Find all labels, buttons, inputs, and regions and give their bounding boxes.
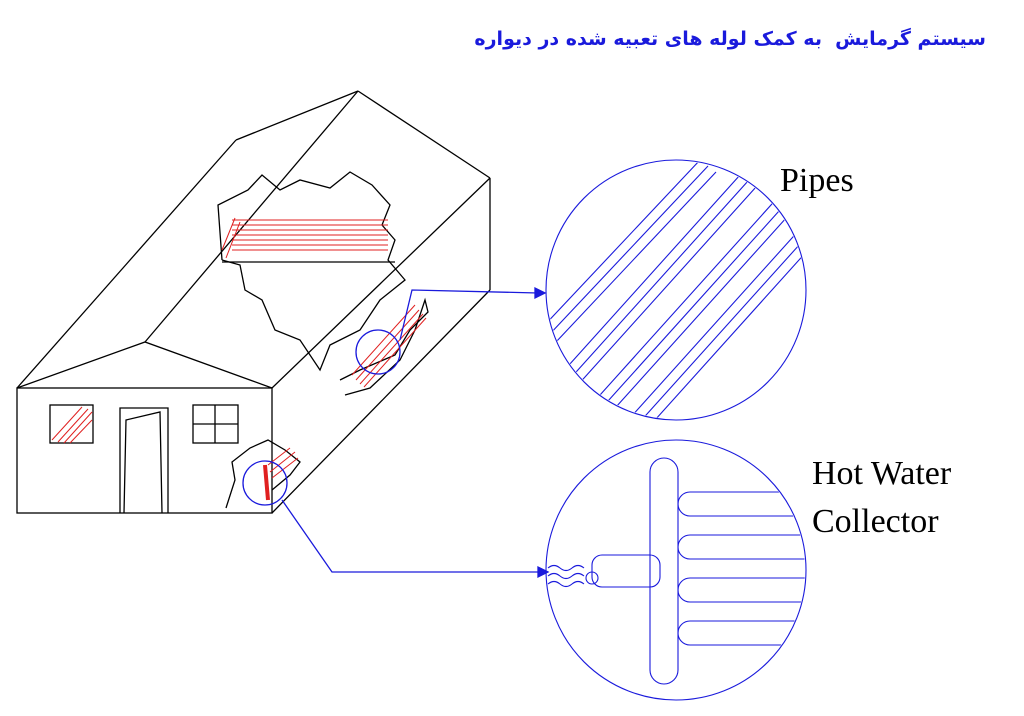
pipes-label: Pipes [780,162,854,199]
diagram-title: سیستم گرمایش به کمک لوله های تعبیه شده د… [474,28,986,50]
pipes-detail [545,159,807,421]
pipes-callout-circle [355,329,401,375]
collector-callout-circle [242,460,288,506]
collector-label-line1: Hot Water [812,455,952,492]
callout-connectors [242,286,550,579]
house-outline [16,90,491,514]
collector-detail [545,439,807,701]
collector-label-line2: Collector [812,503,939,540]
pipe-hatching [51,217,427,501]
